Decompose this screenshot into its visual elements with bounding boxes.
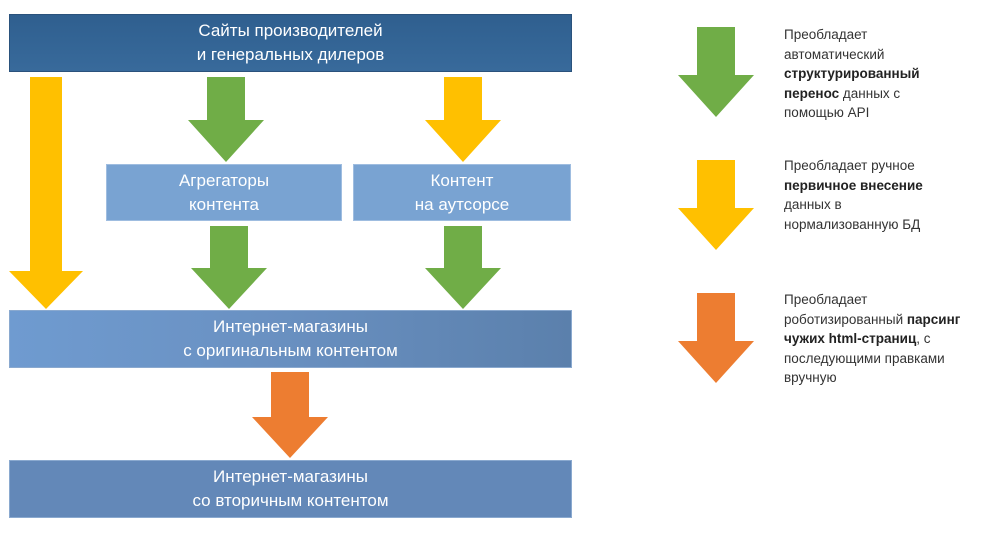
legend-line: данных в bbox=[784, 197, 842, 212]
box-label-line2: и генеральных дилеров bbox=[196, 45, 385, 64]
legend-line: Преобладает bbox=[784, 27, 868, 42]
legend-bold-text: парсинг bbox=[906, 311, 961, 327]
green-down-arrow-icon bbox=[191, 226, 267, 309]
legend-line: вручную bbox=[784, 370, 837, 385]
yellow-down-arrow-icon bbox=[425, 77, 501, 162]
legend-line: последующими правками bbox=[784, 350, 945, 366]
legend-green-arrow-icon bbox=[678, 27, 754, 117]
arrow-shape bbox=[425, 226, 501, 309]
secondary-content-shops-box: Интернет-магазины со вторичным контентом bbox=[9, 460, 572, 518]
arrow-shape bbox=[191, 226, 267, 309]
legend-text-fragment: , с bbox=[916, 331, 931, 346]
legend-line: нормализованную БД bbox=[784, 216, 921, 232]
legend-line: автоматический bbox=[784, 46, 885, 62]
box-label-line2: контента bbox=[189, 194, 259, 214]
legend-orange-arrow-icon bbox=[678, 293, 754, 383]
arrow-shape bbox=[678, 160, 754, 250]
green-down-arrow-icon bbox=[425, 226, 501, 309]
box-label-line1: Интернет-магазины bbox=[213, 467, 368, 486]
arrow-shape bbox=[188, 77, 264, 162]
yellow-down-arrow-icon bbox=[9, 77, 83, 309]
arrow-shape bbox=[678, 27, 754, 117]
box-label-line1: Агрегаторы bbox=[178, 170, 270, 190]
manufacturers-sites-box: Сайты производителей и генеральных дилер… bbox=[9, 14, 572, 72]
original-content-shops-box: Интернет-магазины с оригинальным контент… bbox=[9, 310, 572, 368]
legend-bold-text: чужих html-страниц bbox=[784, 331, 917, 346]
box-label-line1: Контент bbox=[430, 170, 494, 190]
legend-line: Преобладает ручное bbox=[784, 158, 915, 173]
outsourced-content-box: Контент на аутсорсе bbox=[353, 164, 571, 221]
arrow-shape bbox=[9, 77, 83, 309]
box-label-line2: на аутсорсе bbox=[414, 194, 510, 214]
arrow-shape bbox=[425, 77, 501, 162]
legend-bold-text: первичное внесение bbox=[784, 177, 923, 193]
legend-line: помощью API bbox=[784, 105, 870, 120]
box-label-line1: Сайты производителей bbox=[198, 21, 383, 40]
arrow-shape bbox=[678, 293, 754, 383]
legend-line: Преобладает bbox=[784, 292, 868, 307]
legend-yellow-arrow-icon bbox=[678, 160, 754, 250]
legend-text-fragment: роботизированный bbox=[784, 311, 907, 327]
box-label-line2: с оригинальным контентом bbox=[183, 341, 398, 360]
arrow-shape bbox=[252, 372, 328, 458]
box-label-line2: со вторичным контентом bbox=[192, 491, 389, 510]
content-aggregators-box: Агрегаторы контента bbox=[106, 164, 342, 221]
legend-yellow-description: Преобладает ручное первичное внесение да… bbox=[784, 156, 984, 234]
green-down-arrow-icon bbox=[188, 77, 264, 162]
box-label-line1: Интернет-магазины bbox=[213, 317, 368, 336]
legend-green-description: Преобладает автоматический структурирова… bbox=[784, 25, 984, 123]
legend-bold-text: структурированный bbox=[784, 66, 920, 81]
legend-orange-description: Преобладает роботизированный парсинг чуж… bbox=[784, 290, 989, 388]
orange-down-arrow-icon bbox=[252, 372, 328, 458]
legend-bold-text: перенос bbox=[784, 85, 840, 101]
legend-text-fragment: данных с bbox=[839, 85, 901, 101]
